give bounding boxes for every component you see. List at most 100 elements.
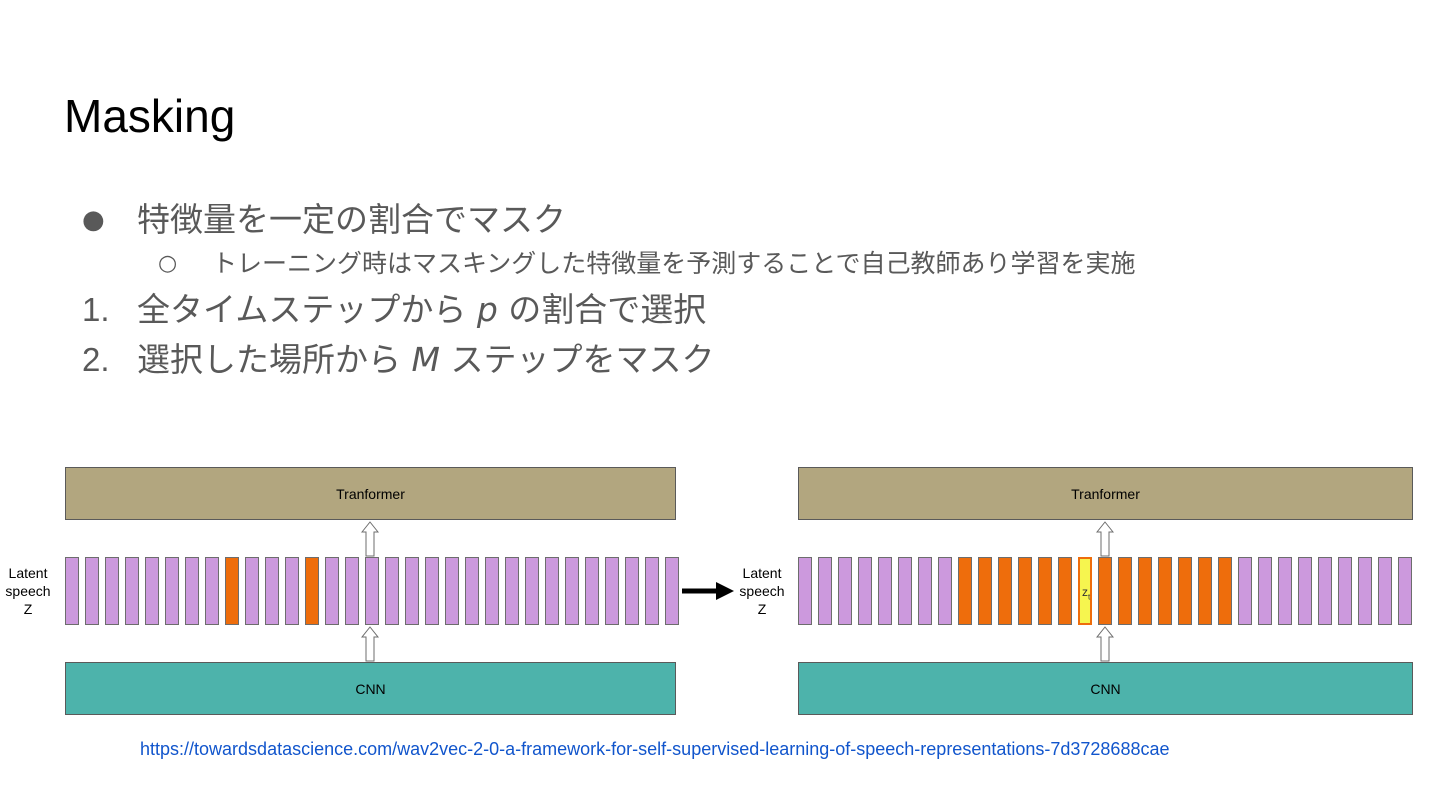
latent-bar-masked — [1038, 557, 1052, 625]
step-text-after: の割合で選択 — [497, 290, 707, 329]
latent-bar — [205, 557, 219, 625]
latent-bar — [325, 557, 339, 625]
latent-bar-target: zt — [1078, 557, 1092, 625]
latent-bar — [345, 557, 359, 625]
step-variable-p: p — [476, 290, 498, 329]
latent-bar — [165, 557, 179, 625]
latent-bar-masked — [1118, 557, 1132, 625]
latent-bar — [125, 557, 139, 625]
latent-bar — [245, 557, 259, 625]
latent-bar — [1358, 557, 1372, 625]
latent-bar — [65, 557, 79, 625]
up-arrow-icon — [1096, 626, 1114, 662]
step-variable-m: M — [411, 340, 440, 379]
latent-bar-masked — [1198, 557, 1212, 625]
latent-bar — [405, 557, 419, 625]
latent-speech-label-left: Latent speech Z — [0, 564, 58, 618]
latent-bar — [485, 557, 499, 625]
latent-bar — [385, 557, 399, 625]
latent-bar — [1378, 557, 1392, 625]
latent-bar — [1298, 557, 1312, 625]
step-text-before: 全タイムステップから — [137, 290, 477, 329]
latent-bar-masked — [1138, 557, 1152, 625]
latent-bar — [525, 557, 539, 625]
latent-bar — [898, 557, 912, 625]
latent-bar — [798, 557, 812, 625]
latent-bar-masked — [1098, 557, 1112, 625]
latent-strip-left — [65, 557, 679, 625]
latent-bar — [1258, 557, 1272, 625]
step-text-after: ステップをマスク — [439, 340, 715, 379]
latent-bar — [185, 557, 199, 625]
latent-bar — [505, 557, 519, 625]
step-number: 2. — [82, 341, 110, 378]
latent-bar — [1338, 557, 1352, 625]
latent-bar — [878, 557, 892, 625]
latent-bar — [1238, 557, 1252, 625]
latent-bar-masked — [1018, 557, 1032, 625]
latent-bar — [265, 557, 279, 625]
latent-bar-masked — [958, 557, 972, 625]
sub-bullet-text: トレーニング時はマスキングした特徴量を予測することで自己教師あり学習を実施 — [212, 249, 1136, 278]
right-arrow-icon — [682, 582, 734, 600]
up-arrow-icon — [361, 626, 379, 662]
target-label: zt — [1082, 585, 1091, 602]
latent-bar — [445, 557, 459, 625]
latent-bar — [365, 557, 379, 625]
latent-bar — [858, 557, 872, 625]
latent-bar — [465, 557, 479, 625]
up-arrow-icon — [361, 521, 379, 557]
latent-bar — [665, 557, 679, 625]
latent-bar — [938, 557, 952, 625]
latent-bar — [625, 557, 639, 625]
latent-label-line: speech — [5, 583, 51, 599]
latent-label-line: speech — [739, 583, 785, 599]
latent-label-line: Z — [23, 601, 33, 617]
latent-bar-masked — [225, 557, 239, 625]
latent-bar — [1318, 557, 1332, 625]
latent-bar-masked — [978, 557, 992, 625]
latent-bar — [425, 557, 439, 625]
bullet-list: ● 特徴量を一定の割合でマスク ○ トレーニング時はマスキングした特徴量を予測す… — [0, 0, 1440, 400]
latent-bar — [1398, 557, 1412, 625]
bullet-marker: ● — [82, 205, 105, 235]
latent-bar — [105, 557, 119, 625]
latent-bar-masked — [305, 557, 319, 625]
target-label-subscript: t — [1088, 592, 1091, 602]
bullet-text: 特徴量を一定の割合でマスク — [137, 200, 566, 239]
source-link[interactable]: https://towardsdatascience.com/wav2vec-2… — [140, 739, 1170, 759]
latent-speech-label-right: Latent speech Z — [732, 564, 792, 618]
transformer-block-right: Tranformer — [798, 467, 1413, 520]
latent-label-line: Z — [757, 601, 767, 617]
latent-bar — [1278, 557, 1292, 625]
latent-bar — [565, 557, 579, 625]
step-number: 1. — [82, 291, 110, 328]
step-text: 全タイムステップから p の割合で選択 — [137, 286, 706, 334]
latent-bar-masked — [1218, 557, 1232, 625]
latent-label-line: Latent — [742, 565, 782, 581]
latent-bar — [605, 557, 619, 625]
cnn-block-left: CNN — [65, 662, 676, 715]
step-text-before: 選択した場所から — [137, 340, 412, 379]
sub-bullet-marker: ○ — [158, 251, 178, 276]
slide-title: Masking — [64, 90, 236, 142]
latent-label-line: Latent — [8, 565, 48, 581]
transformer-block-left: Tranformer — [65, 467, 676, 520]
latent-bar — [145, 557, 159, 625]
up-arrow-icon — [1096, 521, 1114, 557]
latent-bar-masked — [998, 557, 1012, 625]
masking-diagram: Tranformer Latent speech Z CNN Tranforme… — [0, 455, 1440, 725]
latent-bar — [818, 557, 832, 625]
latent-bar — [918, 557, 932, 625]
latent-bar — [85, 557, 99, 625]
step-text: 選択した場所から M ステップをマスク — [137, 336, 714, 384]
latent-strip-right: zt — [798, 557, 1415, 625]
latent-bar-masked — [1178, 557, 1192, 625]
latent-bar — [545, 557, 559, 625]
latent-bar-masked — [1158, 557, 1172, 625]
latent-bar — [838, 557, 852, 625]
cnn-block-right: CNN — [798, 662, 1413, 715]
latent-bar — [285, 557, 299, 625]
latent-bar — [585, 557, 599, 625]
latent-bar — [645, 557, 659, 625]
